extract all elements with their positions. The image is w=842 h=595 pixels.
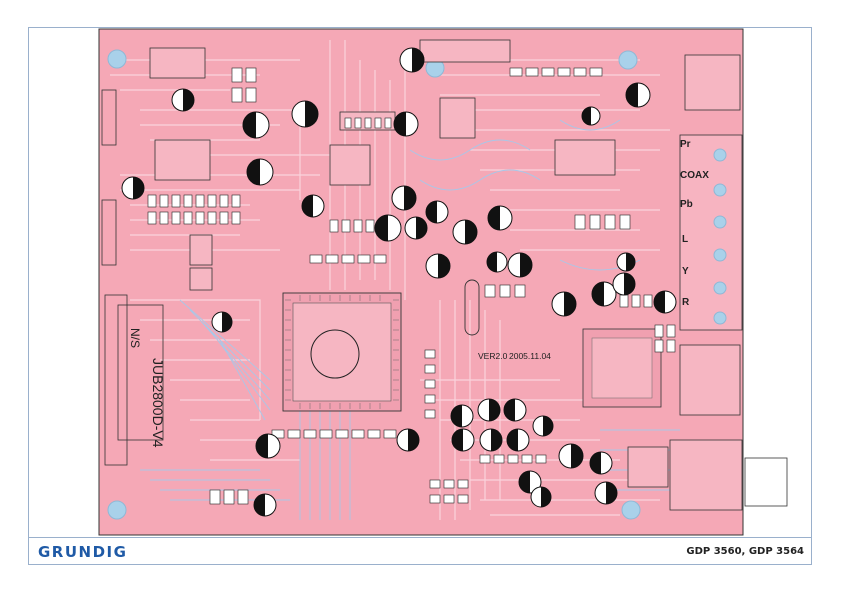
board-model-label: JUB2800D-V4 — [150, 358, 166, 448]
capacitor — [291, 100, 319, 128]
capacitor — [503, 398, 527, 422]
capacitor — [589, 451, 613, 475]
ns-label: N/S — [128, 328, 142, 348]
capacitor — [616, 252, 636, 272]
header-connector-left — [101, 199, 117, 266]
capacitor — [374, 214, 402, 242]
capacitor — [530, 486, 552, 508]
capacitor — [625, 82, 651, 108]
brand-logo: GRUNDIG — [38, 543, 128, 561]
capacitor — [246, 158, 274, 186]
main-processor-die — [292, 302, 392, 402]
footer-divider — [29, 537, 811, 538]
board-version-label: VER2.0 — [478, 351, 508, 361]
smd-components — [147, 67, 676, 505]
capacitor — [425, 253, 451, 279]
mounting-holes — [107, 49, 727, 520]
connector-label-r: R — [682, 297, 690, 308]
pcb-traces-bottom — [140, 119, 680, 520]
capacitor — [532, 415, 554, 437]
connector-label-coax: COAX — [680, 170, 709, 181]
capacitor — [253, 493, 277, 517]
capacitor — [653, 290, 677, 314]
capacitor — [487, 205, 513, 231]
capacitor — [506, 428, 530, 452]
capacitor — [404, 216, 428, 240]
capacitor — [486, 251, 508, 273]
capacitor — [451, 428, 475, 452]
capacitor — [425, 200, 449, 224]
capacitor — [594, 481, 618, 505]
capacitor — [211, 311, 233, 333]
capacitor — [301, 194, 325, 218]
capacitor — [518, 470, 542, 494]
board-date-label: 2005.11.04 — [509, 351, 551, 361]
processor-pins — [285, 295, 399, 409]
integrated-circuits — [104, 39, 788, 511]
capacitor — [171, 88, 195, 112]
connector-label-l: L — [682, 234, 688, 245]
connector-label-pb: Pb — [680, 199, 693, 210]
capacitor — [477, 398, 501, 422]
video-encoder-die — [591, 337, 653, 399]
capacitor — [255, 433, 281, 459]
processor-pin1-marker — [310, 329, 360, 379]
header-connector-top-left — [101, 89, 117, 146]
page-frame — [28, 27, 812, 565]
capacitor — [452, 219, 478, 245]
capacitor — [551, 291, 577, 317]
capacitor — [391, 185, 417, 211]
capacitor — [242, 111, 270, 139]
capacitor — [450, 404, 474, 428]
capacitor — [591, 281, 617, 307]
capacitor — [581, 106, 601, 126]
model-numbers: GDP 3560, GDP 3564 — [686, 546, 804, 557]
capacitor — [121, 176, 145, 200]
capacitor — [558, 443, 584, 469]
capacitor — [479, 428, 503, 452]
capacitor — [399, 47, 425, 73]
electrolytic-capacitors — [121, 47, 677, 517]
connector-label-pr: Pr — [680, 139, 691, 150]
crystal-oscillator — [464, 279, 480, 336]
capacitor — [507, 252, 533, 278]
capacitor — [396, 428, 420, 452]
capacitor — [612, 272, 636, 296]
connector-label-y: Y — [682, 266, 689, 277]
av-connector-block — [679, 134, 743, 331]
capacitor — [393, 111, 419, 137]
